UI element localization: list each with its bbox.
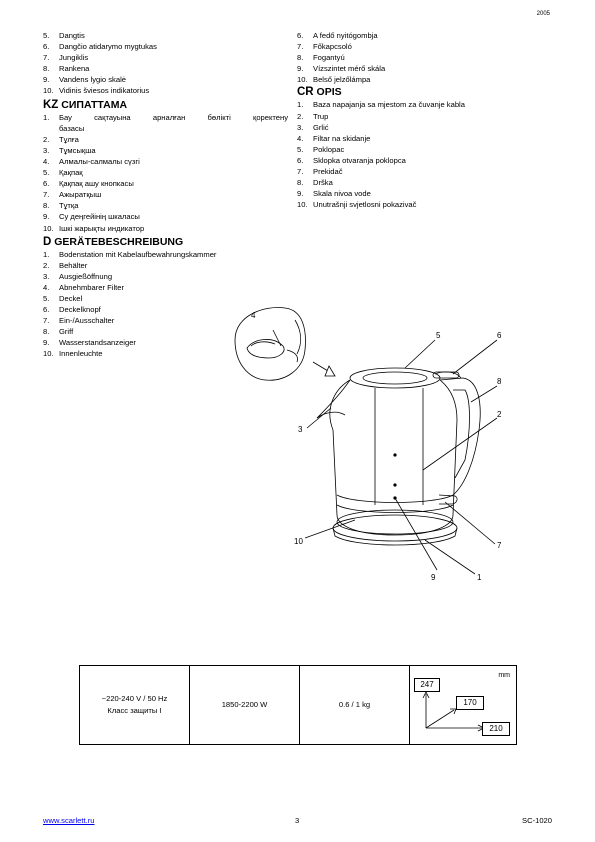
list-item: 10.Unutrašnji svjetlosni pokazivač [297,200,417,210]
list-item: 2.Trup [297,111,329,121]
spec-dimensions-cell: mm 247 170 210 [410,666,516,744]
callout-label: 8 [497,377,502,386]
list-item: 9.Skala nivoa vode [297,189,371,199]
callout-label: 6 [497,331,502,340]
kettle-illustration: 4 5 6 [234,307,502,582]
callout-label: 7 [497,541,502,550]
list-item: 1.Бау сақтауына арналған бөлікті қоректе… [43,112,288,122]
d-list: 1.Bodenstation mit Kabelaufbewahrungskam… [43,249,288,360]
list-item: 6.A fedő nyitógombja [297,31,378,40]
list-item: 8.Тұтқа [43,201,79,211]
unit-label: mm [498,672,510,679]
header-date: 2005 [536,11,550,17]
list-item: 2.Тұлға [43,134,79,144]
list-item: 7.Jungiklis [43,53,89,63]
callout-label: 2 [497,410,502,419]
list-item: 8.Drška [297,178,333,188]
d-heading: D GERÄTEBESCHREIBUNG [43,235,184,248]
list-item: 7.Főkapcsoló [297,42,352,52]
list-item: 3.Тұмсықша [43,145,96,155]
list-item: 9.Vízszintet mérő skála [297,64,386,74]
cr-heading: CR OPIS [297,86,342,99]
list-item: 7.Ажыратқыш [43,190,102,200]
list-item: 10.Innenleuchte [43,349,103,359]
spec-table: ~220-240 V / 50 Hz Класс защиты I 1850-2… [79,665,517,745]
height-dimension: 247 [414,678,440,692]
spec-capacity-cell: 0.6 / 1 kg [300,666,410,744]
dimension-arrows-icon [422,691,485,732]
list-item: 5.Deckel [43,293,83,303]
rt-list: 6.A fedő nyitógombja 7.Főkapcsoló 8.Foga… [297,30,557,85]
spec-power-cell: 1850-2200 W [190,666,300,744]
list-item: 7.Prekidač [297,167,343,177]
website-link[interactable]: www.scarlett.ru [43,816,95,825]
callout-label: 1 [477,573,482,582]
spec-capacity: 0.6 / 1 kg [338,700,371,709]
lt-list: 5.Dangtis 6.Dangčio atidarymo mygtukas 7… [43,30,288,97]
list-item: 5.Қақпақ [43,168,83,178]
left-column: 5.Dangtis 6.Dangčio atidarymo mygtukas 7… [43,30,288,360]
list-item: 6.Sklopka otvaranja poklopca [297,155,406,165]
callout-label: 3 [298,425,303,434]
spec-power: 1850-2200 W [221,700,268,709]
list-item: 7.Ein-/Ausschalter [43,316,115,326]
page-number: 3 [295,816,300,825]
model-number: SC-1020 [522,816,552,825]
filter-detail-inset [234,307,306,381]
spec-voltage: ~220-240 V / 50 Hz [101,694,168,703]
list-item: 9.Vandens lygio skalė [43,75,126,85]
list-item: 4.Алмалы-салмалы сүзгі [43,156,140,166]
list-item: 1.Bodenstation mit Kabelaufbewahrungskam… [43,249,217,259]
list-item: 3.Grlić [297,122,329,132]
kettle-body [316,367,481,546]
kz-heading: KZ СИПАТТАМА [43,98,128,111]
callout-label: 4 [251,311,256,320]
depth-dimension: 170 [456,696,484,710]
list-item: 10.Vidinis šviesos indikatorius [43,86,150,96]
list-item: 1.Baza napajanja sa mjestom za čuvanje k… [297,100,465,110]
spec-voltage-cell: ~220-240 V / 50 Hz Класс защиты I [80,666,190,744]
callout-label: 10 [294,537,303,546]
list-item: 8.Griff [43,327,74,337]
kz-list: 1.Бау сақтауына арналған бөлікті қоректе… [43,112,288,234]
list-item: 8.Rankena [43,64,90,74]
callout-label: 5 [436,331,441,340]
list-item: 9.Су деңгейінің шкаласы [43,212,140,222]
right-column: 6.A fedő nyitógombja 7.Főkapcsoló 8.Foga… [297,30,557,210]
list-item: 5.Poklopac [297,144,345,154]
width-dimension: 210 [482,722,510,736]
list-item: 4.Filtar na skidanje [297,133,371,143]
list-item: 4.Abnehmbarer Filter [43,282,124,292]
list-item-continuation: базасы [59,123,85,133]
list-item: 5.Dangtis [43,31,85,40]
list-item: 6.Deckelknopf [43,305,101,315]
list-item: 10.Belső jelzőlámpa [297,75,371,85]
list-item: 6.Қақпақ ашу кнопкасы [43,179,134,189]
list-item: 10.Ішкі жарықты индикатор [43,223,145,233]
list-item: 6.Dangčio atidarymo mygtukas [43,42,157,52]
callout-label: 9 [431,573,436,582]
list-item: 2.Behälter [43,260,88,270]
leader-lines [304,339,498,575]
cr-list: 1.Baza napajanja sa mjestom za čuvanje k… [297,99,557,210]
list-item: 9.Wasserstandsanzeiger [43,338,136,348]
spec-protection-class: Класс защиты I [107,706,162,715]
list-item: 3.Ausgießöffnung [43,271,113,281]
list-item: 8.Fogantyú [297,53,345,63]
